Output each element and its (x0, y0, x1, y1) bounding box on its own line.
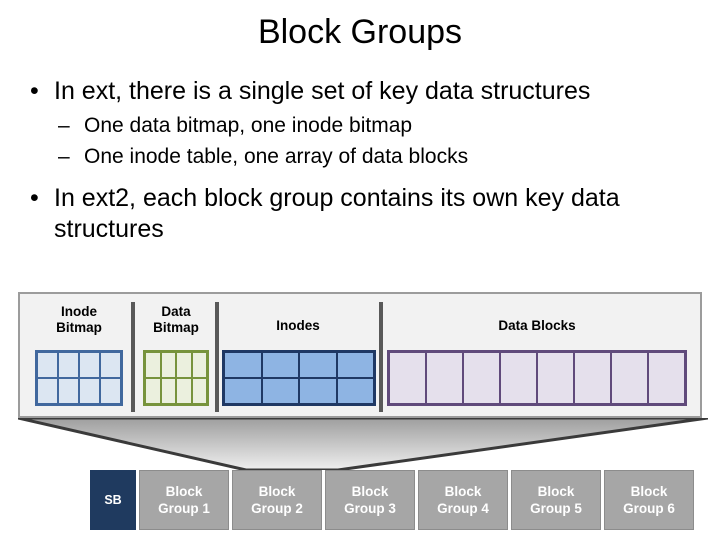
bullet-text: In ext2, each block group contains its o… (54, 184, 620, 243)
grid-cell (79, 352, 100, 378)
grid-cell (58, 352, 79, 378)
grid-cell (58, 378, 79, 404)
block-group-line-2: Group 1 (158, 501, 210, 516)
block-group-cell-3[interactable]: Block Group 3 (325, 470, 415, 530)
block-group-line-1: Block (537, 484, 575, 499)
inodes-label: Inodes (219, 318, 377, 334)
grid-cell (537, 352, 574, 404)
superblock-cell[interactable]: SB (90, 470, 136, 530)
label-line-1: Data (161, 304, 191, 319)
section-divider-1 (131, 302, 135, 412)
inodes-grid (222, 350, 376, 406)
bullet-text: One inode table, one array of data block… (84, 145, 469, 168)
grid-cell (79, 378, 100, 404)
block-group-line-1: Block (165, 484, 203, 499)
label-line-1: Data Blocks (498, 318, 576, 333)
bullet-item-2: – One data bitmap, one inode bitmap (0, 111, 720, 140)
bullet-item-4: • In ext2, each block group contains its… (0, 183, 720, 245)
block-group-cell-1[interactable]: Block Group 1 (139, 470, 229, 530)
block-group-line-2: Group 5 (530, 501, 582, 516)
grid-cell (261, 378, 299, 404)
grid-cell (37, 352, 58, 378)
label-line-1: Inodes (276, 318, 320, 333)
grid-cell (100, 378, 121, 404)
grid-cell (191, 352, 207, 378)
page-title: Block Groups (257, 13, 463, 51)
data-blocks-grid (387, 350, 687, 406)
bullet-marker: – (58, 114, 70, 137)
grid-cell (191, 378, 207, 404)
block-group-line-1: Block (630, 484, 668, 499)
block-group-line-1: Block (351, 484, 389, 499)
block-group-line-1: Block (258, 484, 296, 499)
block-groups-strip: SB Block Group 1 Block Group 2 Block Gro… (90, 470, 694, 530)
block-group-cell-4[interactable]: Block Group 4 (418, 470, 508, 530)
grid-cell (426, 352, 463, 404)
data-bitmap-label: Data Bitmap (139, 304, 213, 336)
grid-cell (336, 378, 374, 404)
grid-cell (261, 352, 299, 378)
inode-bitmap-grid (35, 350, 123, 406)
block-group-cell-6[interactable]: Block Group 6 (604, 470, 694, 530)
bullet-item-1: • In ext, there is a single set of key d… (0, 76, 720, 107)
section-divider-2 (215, 302, 219, 412)
block-group-detail-panel: Inode Bitmap Data Bitmap Inodes Data Blo… (18, 292, 702, 418)
bullet-list: • In ext, there is a single set of key d… (0, 76, 720, 249)
grid-cell (648, 352, 685, 404)
block-group-cell-5[interactable]: Block Group 5 (511, 470, 601, 530)
block-group-line-2: Group 6 (623, 501, 675, 516)
grid-cell (574, 352, 611, 404)
superblock-label: SB (104, 492, 122, 507)
grid-cell (160, 378, 176, 404)
bullet-item-3: – One inode table, one array of data blo… (0, 142, 720, 171)
grid-cell (299, 378, 337, 404)
bullet-marker: • (30, 184, 39, 212)
data-blocks-label: Data Blocks (385, 318, 689, 334)
label-line-1: Inode (61, 304, 97, 319)
data-bitmap-grid (143, 350, 209, 406)
block-group-cell-2[interactable]: Block Group 2 (232, 470, 322, 530)
grid-cell (37, 378, 58, 404)
grid-cell (336, 352, 374, 378)
grid-cell (224, 378, 262, 404)
grid-cell (100, 352, 121, 378)
grid-cell (299, 352, 337, 378)
bullet-text: One data bitmap, one inode bitmap (84, 114, 413, 137)
block-group-line-2: Group 4 (437, 501, 489, 516)
label-line-2: Bitmap (56, 320, 102, 335)
block-group-line-2: Group 2 (251, 501, 303, 516)
block-group-line-1: Block (444, 484, 482, 499)
funnel-shape (18, 418, 708, 470)
bullet-marker: • (30, 77, 39, 105)
grid-cell (224, 352, 262, 378)
zoom-connector-funnel (18, 418, 708, 470)
grid-cell (160, 352, 176, 378)
grid-cell (500, 352, 537, 404)
label-line-2: Bitmap (153, 320, 199, 335)
grid-cell (176, 378, 192, 404)
bullet-text: In ext, there is a single set of key dat… (54, 77, 591, 105)
section-divider-3 (379, 302, 383, 412)
grid-cell (611, 352, 648, 404)
grid-cell (145, 378, 161, 404)
inode-bitmap-label: Inode Bitmap (33, 304, 125, 336)
grid-cell (463, 352, 500, 404)
bullet-marker: – (58, 145, 70, 168)
grid-cell (145, 352, 161, 378)
block-group-line-2: Group 3 (344, 501, 396, 516)
grid-cell (176, 352, 192, 378)
grid-cell (389, 352, 426, 404)
